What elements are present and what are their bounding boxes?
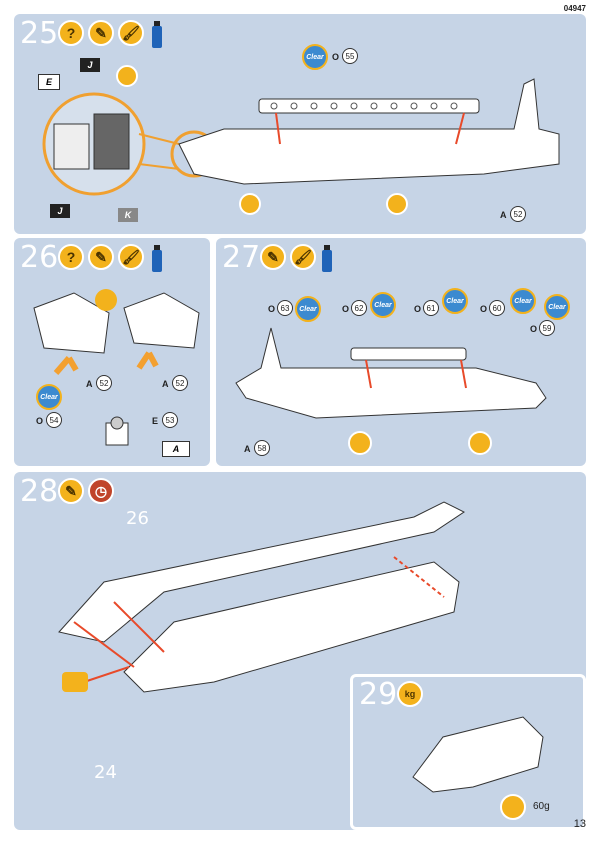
part-number: 52 [510, 206, 526, 222]
part-number: 63 [277, 300, 293, 316]
clear-decal-icon: Clear [442, 288, 468, 314]
clear-decal-icon: Clear [370, 292, 396, 318]
part-letter: O [480, 304, 488, 314]
step-number: 27 [222, 240, 261, 275]
part-letter: A [244, 444, 251, 454]
clear-label: Clear [374, 301, 392, 309]
clear-decal-icon: Clear [544, 294, 570, 320]
clock-icon: ◷ [88, 478, 114, 504]
clear-label: Clear [306, 53, 324, 61]
clear-label: Clear [446, 297, 464, 305]
clear-label: Clear [40, 393, 58, 401]
clear-decal-icon: Clear [295, 296, 321, 322]
flag-k: K [118, 208, 138, 222]
part-number: 59 [539, 320, 555, 336]
step-number: 29 [359, 677, 398, 712]
part-letter: O [268, 304, 276, 314]
callout-part-24: 24 [94, 762, 117, 783]
part-number: 52 [96, 375, 112, 391]
page-code: 04947 [563, 4, 586, 13]
question-icon: ? [58, 20, 84, 46]
part-letter: E [152, 416, 159, 426]
step-25-drawing [42, 65, 560, 215]
part-letter: O [332, 52, 340, 62]
step-26-panel: 26 ? ✎ 🖌 A 52 A 52 Clear O 54 E 53 A [14, 238, 210, 466]
part-letter: A [86, 379, 93, 389]
weight-icon: kg [397, 681, 423, 707]
part-letter: O [414, 304, 422, 314]
flag-j: J [50, 204, 70, 218]
weight-value: 60g [533, 801, 550, 812]
paint-brush-icon: 🖌 [290, 244, 316, 270]
flag-a: A [162, 441, 190, 457]
step-28-drawing [58, 501, 465, 693]
part-number: 53 [162, 412, 178, 428]
clear-decal-icon: Clear [302, 44, 328, 70]
clear-label: Clear [548, 303, 566, 311]
part-number: 60 [489, 300, 505, 316]
step-25-panel: 25 ? ✎ 🖌 Clear O 55 A 52 E J J K [14, 14, 586, 234]
flag-j: J [80, 58, 100, 72]
step-26-drawing [33, 289, 200, 446]
glue-icon: ✎ [260, 244, 286, 270]
paint-brush-icon: 🖌 [118, 244, 144, 270]
page-number: 13 [573, 818, 586, 830]
part-letter: O [530, 324, 538, 334]
question-icon: ? [58, 244, 84, 270]
callout-part-26: 26 [126, 508, 149, 529]
step-number: 25 [20, 16, 59, 51]
part-number: 62 [351, 300, 367, 316]
step-number: 26 [20, 240, 59, 275]
part-number: 55 [342, 48, 358, 64]
step-number: 28 [20, 474, 59, 509]
clear-decal-icon: Clear [36, 384, 62, 410]
paint-bottle-icon [322, 245, 332, 272]
part-number: 58 [254, 440, 270, 456]
step-29-drawing [412, 716, 544, 820]
flag-e: E [38, 74, 60, 90]
part-number: 54 [46, 412, 62, 428]
step-27-drawing [235, 327, 547, 455]
paint-bottle-icon [152, 245, 162, 272]
paint-bottle-icon [152, 21, 162, 48]
step-27-panel: 27 ✎ 🖌 O 63 Clear O 62 Clear O 61 Clear … [216, 238, 586, 466]
clear-decal-icon: Clear [510, 288, 536, 314]
part-letter: O [342, 304, 350, 314]
paint-brush-icon: 🖌 [118, 20, 144, 46]
step-29-panel: 29 kg 60g [350, 674, 586, 830]
clear-label: Clear [514, 297, 532, 305]
clear-label: Clear [299, 305, 317, 313]
part-letter: A [162, 379, 169, 389]
glue-icon: ✎ [88, 20, 114, 46]
part-number: 52 [172, 375, 188, 391]
glue-icon: ✎ [58, 478, 84, 504]
part-letter: O [36, 416, 44, 426]
glue-icon: ✎ [88, 244, 114, 270]
part-number: 61 [423, 300, 439, 316]
part-letter: A [500, 210, 507, 220]
